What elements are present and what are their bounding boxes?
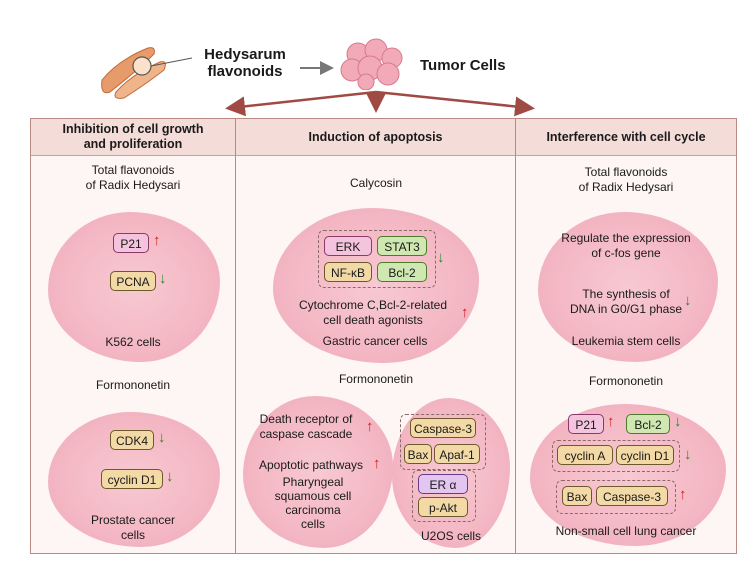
marker-p21: P21 — [568, 414, 604, 434]
marker-cyclin-a: cyclin A — [557, 445, 613, 465]
up-arrow-icon: ↑ — [679, 486, 687, 503]
panel3-top-effect1: Regulate the expression of c-fos gene — [561, 231, 691, 260]
marker-apaf1: Apaf-1 — [434, 444, 480, 464]
down-arrow-icon: ↓ — [674, 413, 682, 430]
marker-bcl2: Bcl-2 — [377, 262, 427, 282]
marker-caspase3: Caspase-3 — [410, 418, 476, 438]
herb-illustration — [98, 40, 170, 100]
marker-stat3: STAT3 — [377, 236, 427, 256]
panel1-top-cell: K562 cells — [105, 335, 161, 349]
marker-cyclin-d1: cyclin D1 — [101, 469, 163, 489]
marker-cyclin-d1: cyclin D1 — [616, 445, 674, 465]
panel3-top-source: Total flavonoids of Radix Hedysari — [578, 165, 674, 194]
panel2-top-cell: Gastric cancer cells — [322, 334, 428, 348]
herb-label: Hedysarum flavonoids — [204, 46, 286, 80]
panel2-left-cell: Pharyngeal squamous cell carcinoma cells — [274, 475, 352, 531]
marker-erk: ERK — [324, 236, 372, 256]
marker-group — [318, 230, 436, 288]
panel2-left-effect2: Apoptotic pathways — [258, 458, 364, 472]
panel-title: Induction of apoptosis — [236, 119, 515, 156]
marker-bax: Bax — [404, 444, 432, 464]
tumor-cells-illustration — [338, 38, 406, 91]
marker-cdk4: CDK4 — [110, 430, 154, 450]
down-arrow-icon: ↓ — [158, 429, 166, 446]
down-arrow-icon: ↓ — [684, 292, 692, 309]
panel3-bottom-cell: Non-small cell lung cancer — [555, 524, 697, 538]
marker-bax: Bax — [562, 486, 592, 506]
panel3-bottom-source: Formononetin — [588, 374, 664, 388]
panel2-bottom-source: Formononetin — [338, 372, 414, 386]
down-arrow-icon: ↓ — [166, 468, 174, 485]
cell-pharyngeal — [243, 396, 393, 548]
marker-p-akt: p-Akt — [418, 497, 468, 517]
panel2-top-effect: Cytochrome C,Bcl-2-related cell death ag… — [298, 298, 448, 327]
down-arrow-icon: ↓ — [684, 446, 692, 463]
marker-p21: P21 — [113, 233, 149, 253]
panel2-left-effect1: Death receptor of caspase cascade — [259, 412, 353, 441]
panel1-bottom-cell: Prostate cancer cells — [90, 513, 176, 542]
down-arrow-icon: ↓ — [159, 270, 167, 287]
marker-group — [412, 470, 476, 522]
tumor-label: Tumor Cells — [420, 57, 506, 74]
marker-group — [556, 480, 676, 514]
panel3-top-effect2: The synthesis of DNA in G0/G1 phase — [569, 287, 683, 316]
panel2-top-source: Calycosin — [349, 176, 403, 190]
panel1-bottom-source: Formononetin — [95, 378, 171, 392]
panel-title: Interference with cell cycle — [516, 119, 736, 156]
panel3-top-cell: Leukemia stem cells — [571, 334, 681, 348]
marker-bcl2: Bcl-2 — [626, 414, 670, 434]
up-arrow-icon: ↑ — [366, 418, 374, 435]
marker-nfkb: NF-κB — [324, 262, 372, 282]
marker-caspase3: Caspase-3 — [596, 486, 668, 506]
cell-leukemia — [538, 212, 718, 362]
up-arrow-icon: ↑ — [373, 455, 381, 472]
panel-title: Inhibition of cell growth and proliferat… — [31, 119, 235, 156]
marker-er-alpha: ER α — [418, 474, 468, 494]
marker-group — [552, 440, 680, 472]
up-arrow-icon: ↑ — [607, 413, 615, 430]
cell-gastric — [273, 208, 479, 363]
panel2-right-cell: U2OS cells — [420, 529, 482, 543]
marker-pcna: PCNA — [110, 271, 156, 291]
up-arrow-icon: ↑ — [153, 232, 161, 249]
panel1-top-source: Total flavonoids of Radix Hedysari — [85, 163, 181, 192]
down-arrow-icon: ↓ — [437, 249, 445, 266]
up-arrow-icon: ↑ — [461, 304, 469, 321]
marker-group — [400, 414, 486, 470]
